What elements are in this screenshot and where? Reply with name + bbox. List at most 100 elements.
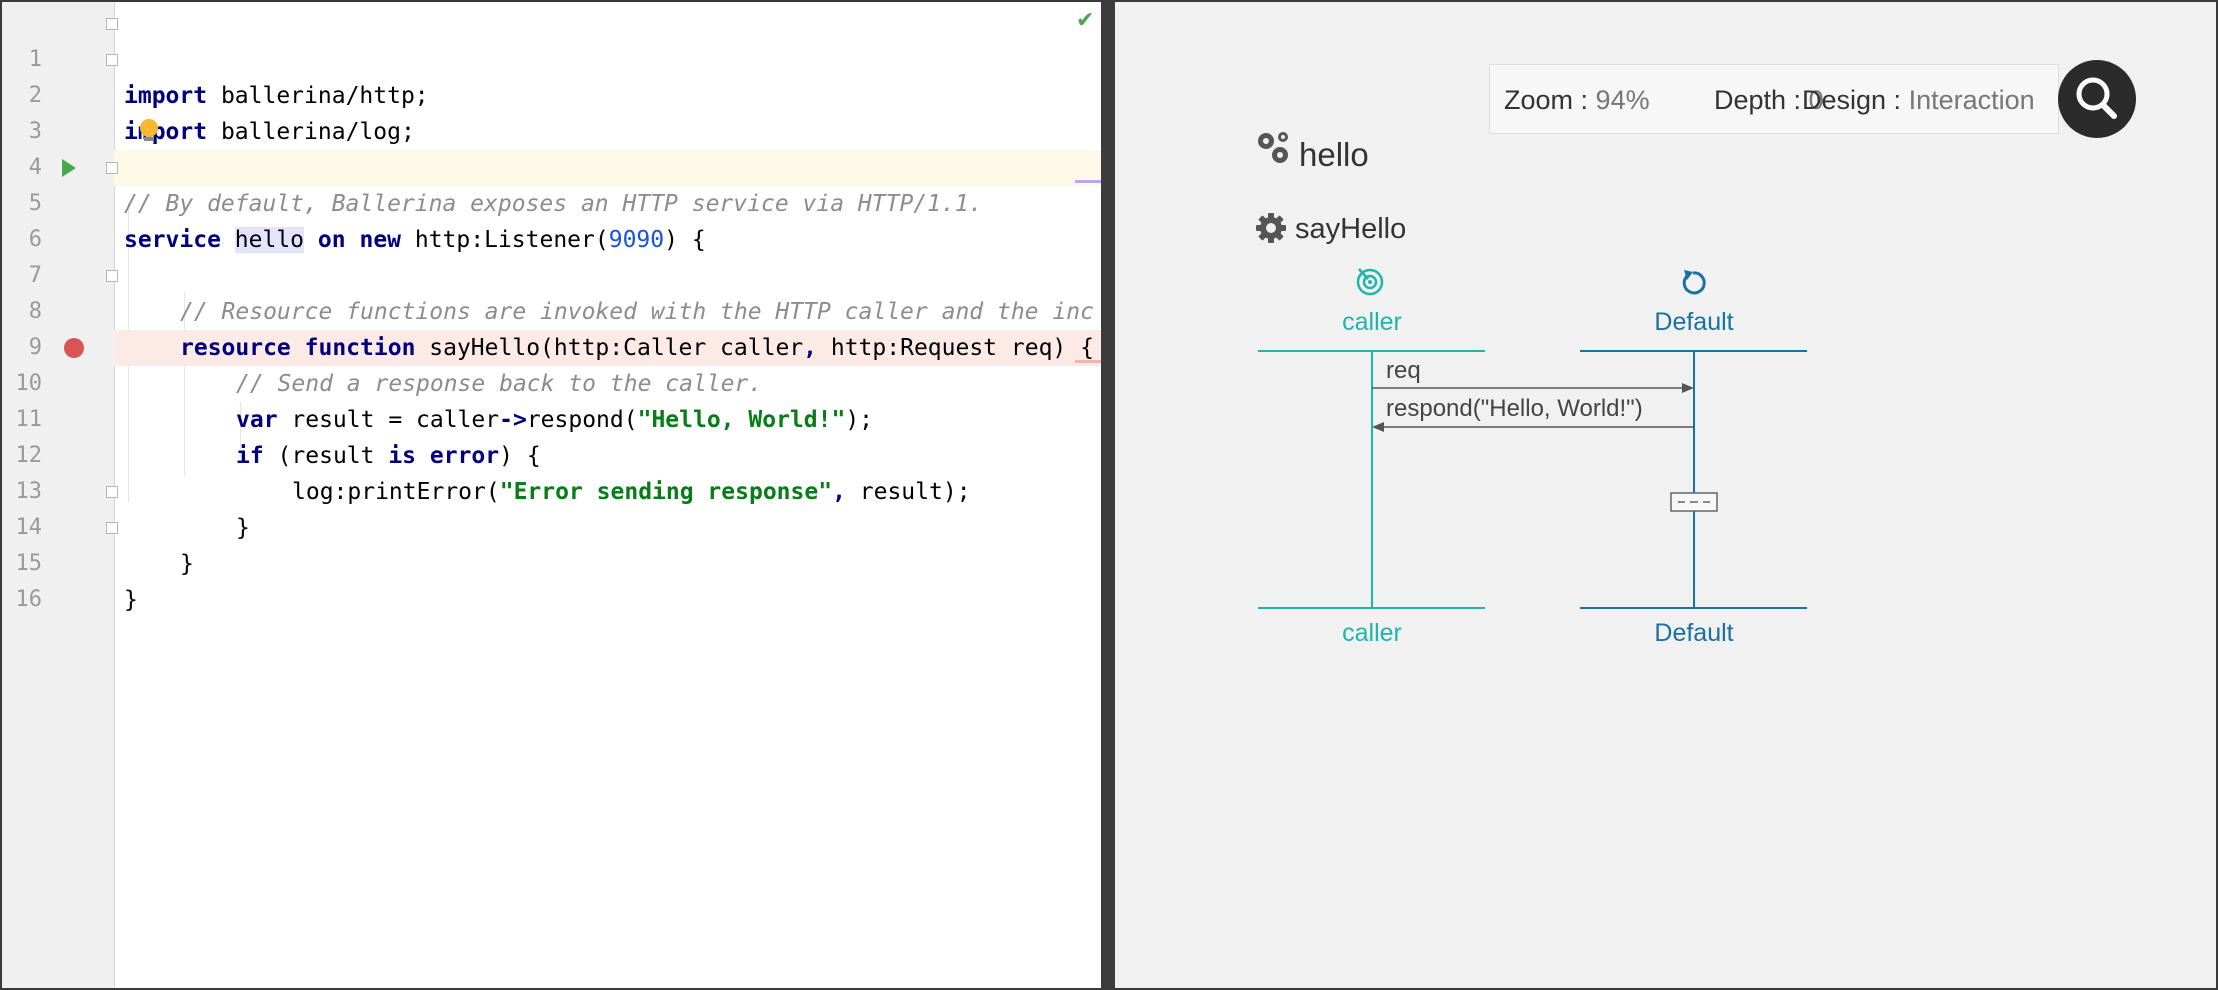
code-punctuation: , (803, 335, 818, 361)
keyword: new (359, 227, 402, 253)
code-text: } (180, 551, 194, 577)
service-title[interactable]: hello (1299, 136, 1369, 173)
service-identifier: hello (234, 227, 305, 253)
pane-splitter[interactable] (1101, 0, 1115, 990)
endpoint-icon (1356, 268, 1384, 296)
fold-marker[interactable] (106, 522, 118, 534)
line-number: 6 (28, 227, 42, 252)
code-comment: // By default, Ballerina exposes an HTTP… (124, 191, 983, 217)
run-icon[interactable] (62, 159, 76, 177)
code-line-8[interactable]: 8 resource function sayHello(http:Caller… (2, 258, 1101, 361)
keyword: import (124, 119, 208, 145)
lifeline-default-bottom[interactable]: Default (1654, 619, 1734, 647)
code-comment: // Send a response back to the caller. (236, 371, 763, 397)
number-literal: 9090 (608, 227, 665, 253)
fold-marker[interactable] (106, 162, 118, 174)
keyword: is (388, 443, 417, 469)
line-number: 12 (15, 443, 43, 468)
code-line-2[interactable]: 2 import ballerina/log; (2, 42, 1101, 145)
zoom-control[interactable]: Zoom : 94% (1504, 85, 1650, 115)
keyword: import (124, 83, 208, 109)
line-number: 13 (15, 479, 43, 504)
search-icon (2076, 77, 2117, 119)
code-text: ); (845, 407, 874, 433)
depth-control[interactable]: Depth : 0 (1714, 85, 1824, 115)
code-line-9[interactable]: 9 // Send a response back to the caller. (2, 294, 1101, 397)
message-request-label[interactable]: req (1386, 357, 1421, 384)
fold-marker[interactable] (106, 54, 118, 66)
code-operator: -> (499, 407, 527, 433)
code-text: log:printError( (292, 479, 500, 505)
indent-guide (184, 292, 185, 477)
editor-gutter[interactable] (2, 2, 115, 988)
design-control[interactable]: Design : Interaction (1802, 85, 2035, 115)
keyword: if (236, 443, 264, 469)
sequence-lines (1258, 350, 1807, 609)
code-text: http:Listener( (401, 227, 609, 253)
code-text: ballerina/log; (207, 119, 415, 145)
code-line-11[interactable]: 11 if (result is error) { (2, 366, 1101, 469)
sequence-diagram-pane[interactable]: Zoom : 94% Depth : 0 Design : Interactio… (1115, 0, 2218, 990)
line-number: 14 (15, 515, 43, 540)
code-line-12[interactable]: 12 log:printError("Error sending respons… (2, 402, 1101, 505)
code-line-7[interactable]: 7 // Resource functions are invoked with… (2, 222, 1101, 325)
line-number: 16 (15, 587, 43, 612)
keyword: error (429, 443, 500, 469)
margin-marker (1075, 180, 1101, 183)
keyword: on (317, 227, 346, 253)
code-text: respond( (526, 407, 638, 433)
code-text: sayHello(http:Caller caller (415, 335, 804, 361)
code-line-14[interactable]: 14 } (2, 474, 1101, 577)
gears-icon (1258, 132, 1288, 163)
code-editor[interactable]: 1 import ballerina/http; 2 import baller… (0, 0, 1101, 990)
code-punctuation: , (832, 479, 846, 505)
line-number: 2 (28, 83, 42, 108)
keyword: service (124, 227, 221, 253)
keyword: function (304, 335, 416, 361)
lifeline-caller-bottom[interactable]: caller (1342, 619, 1402, 647)
code-line-6[interactable]: 6 (2, 186, 1101, 252)
string-literal: "Error sending response" (499, 479, 833, 505)
line-number: 4 (28, 155, 42, 180)
search-button[interactable] (2058, 60, 2136, 138)
message-response-label[interactable]: respond("Hello, World!") (1386, 395, 1643, 422)
code-text: ) { (664, 227, 706, 253)
string-literal: "Hello, World!" (637, 407, 846, 433)
code-text: http:Request req) { (817, 335, 1094, 361)
code-text: result); (845, 479, 971, 505)
code-text: result = caller (277, 407, 500, 433)
code-line-3[interactable]: 3 (2, 78, 1101, 144)
code-text: } (124, 587, 138, 613)
margin-marker (1075, 360, 1101, 363)
line-number: 9 (28, 335, 42, 360)
fold-marker[interactable] (106, 270, 118, 282)
line-number: 3 (28, 119, 42, 144)
collapsed-block-icon[interactable] (1671, 493, 1717, 511)
fold-marker[interactable] (106, 18, 118, 30)
code-line-16[interactable]: 16 (2, 546, 1101, 612)
code-line-13[interactable]: 13 } (2, 438, 1101, 541)
code-line-1[interactable]: 1 import ballerina/http; (2, 6, 1101, 109)
line-number: 7 (28, 263, 42, 288)
check-icon: ✔ (1076, 8, 1095, 33)
code-comment: // Resource functions are invoked with t… (180, 299, 1094, 325)
line-number: 11 (15, 407, 43, 432)
resource-title[interactable]: sayHello (1295, 213, 1407, 245)
line-number: 5 (28, 191, 42, 216)
code-line-5[interactable]: 5 service hello on new http:Listener(909… (2, 150, 1101, 253)
keyword: resource (180, 335, 291, 361)
code-line-15[interactable]: 15 } (2, 510, 1101, 613)
code-line-10[interactable]: 10 var result = caller->respond("Hello, … (2, 330, 1101, 433)
code-text: ballerina/http; (207, 83, 429, 109)
fold-marker[interactable] (106, 486, 118, 498)
lifeline-caller-top[interactable]: caller (1342, 308, 1402, 336)
gear-icon (1256, 213, 1286, 243)
breakpoint-icon[interactable] (64, 338, 84, 358)
diagram-toolbar: Zoom : 94% Depth : 0 Design : Interactio… (1489, 64, 2059, 134)
code-text: } (236, 515, 250, 541)
lifeline-default-top[interactable]: Default (1654, 308, 1734, 336)
lightbulb-icon[interactable] (140, 119, 158, 141)
code-line-4[interactable]: 4 // By default, Ballerina exposes an HT… (2, 114, 1101, 217)
code-text: ) { (499, 443, 541, 469)
line-number: 8 (28, 299, 42, 324)
